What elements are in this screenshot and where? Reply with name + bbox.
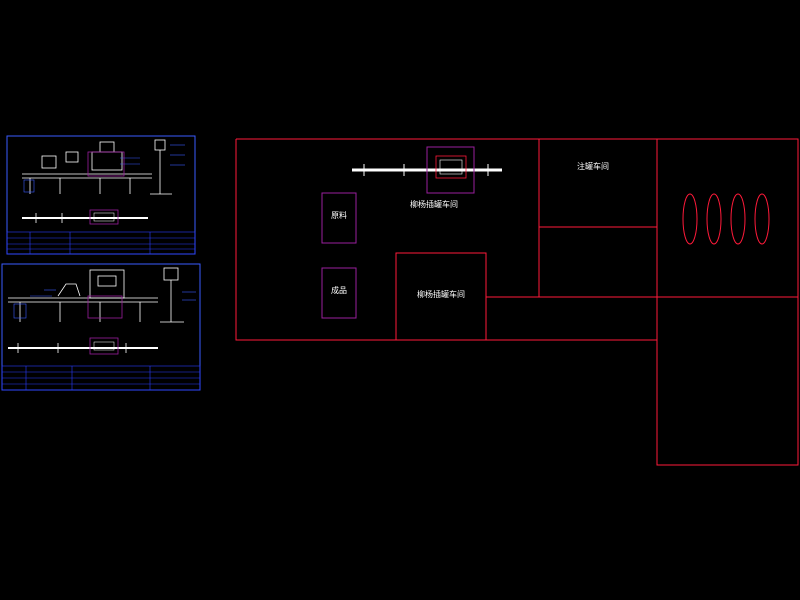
sheet-1-machine-details [23, 144, 185, 193]
label-room-center: 柳杨插罐车间 [410, 199, 458, 209]
sheet-1-machine-elevation [22, 139, 172, 195]
sheet-2-border [1, 263, 201, 391]
sheet-1-filler-highlight [87, 151, 125, 177]
sheet-2-plan-strip [8, 337, 158, 355]
drawing-sheet-2[interactable] [1, 263, 201, 391]
floor-plan-walls [235, 138, 799, 466]
storage-tank[interactable] [754, 193, 770, 245]
sheet-2-machine-details [13, 289, 196, 319]
room-finished-product[interactable] [321, 267, 357, 319]
sheet-1-title-block [6, 231, 196, 255]
sheet-2-title-block [1, 365, 201, 391]
drawing-sheet-1[interactable] [6, 135, 196, 255]
storage-tank[interactable] [706, 193, 722, 245]
label-room-top-right: 注罐车间 [577, 161, 609, 171]
sheet-2-machine-elevation [8, 267, 184, 323]
filling-machine[interactable] [426, 146, 475, 194]
sheet-1-border [6, 135, 196, 255]
production-line[interactable] [352, 146, 502, 194]
sheet-1-plan-strip [22, 209, 148, 225]
storage-tank[interactable] [682, 193, 698, 245]
sheet-2-filler-highlight [87, 295, 123, 319]
storage-tank[interactable] [730, 193, 746, 245]
label-raw-material: 原料 [331, 210, 347, 220]
storage-tanks[interactable] [682, 193, 770, 245]
room-raw-material[interactable] [321, 192, 357, 244]
label-finished-product: 成品 [331, 285, 347, 295]
floor-plan[interactable]: 注罐车间 柳杨插罐车间 柳杨插罐车间 原料 成品 [235, 138, 799, 466]
label-room-lower-center: 柳杨插罐车间 [417, 289, 465, 299]
